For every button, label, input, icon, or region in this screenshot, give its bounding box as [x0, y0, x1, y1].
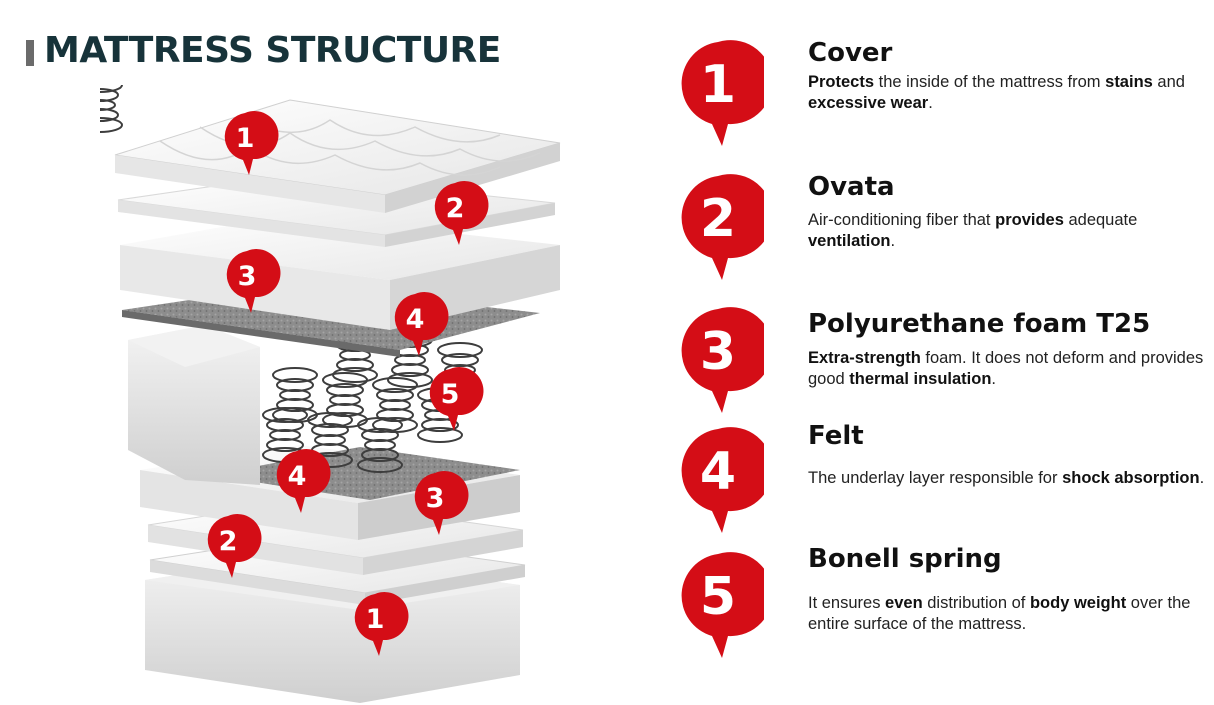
svg-text:3: 3 — [700, 322, 736, 382]
description-text: distribution of — [922, 594, 1030, 612]
description-text: and — [1152, 73, 1185, 91]
side-foam-block — [128, 325, 260, 485]
feature-item-felt: 4 Felt The underlay layer responsible fo… — [672, 421, 1212, 545]
feature-title: Polyurethane foam T25 — [808, 309, 1151, 339]
svg-text:3: 3 — [238, 261, 257, 292]
svg-text:5: 5 — [700, 567, 736, 627]
svg-text:3: 3 — [426, 483, 445, 514]
pin-marker: 1 — [224, 111, 279, 175]
description-emphasis: stains — [1105, 73, 1153, 91]
svg-text:5: 5 — [441, 379, 460, 410]
feature-title: Cover — [808, 38, 893, 68]
pin-marker: 2 — [434, 181, 489, 245]
svg-text:1: 1 — [700, 55, 736, 115]
svg-text:4: 4 — [288, 461, 307, 492]
page-title: MATTRESS STRUCTURE — [44, 30, 501, 71]
title-accent-bar — [26, 40, 34, 66]
feature-description: Extra-strength foam. It does not deform … — [808, 348, 1208, 390]
description-text: . — [890, 232, 896, 250]
pin-marker: 1 — [354, 592, 409, 656]
svg-text:4: 4 — [406, 304, 425, 335]
feature-title: Bonell spring — [808, 544, 1002, 574]
description-emphasis: ventilation — [808, 232, 891, 250]
description-emphasis: Extra-strength — [808, 349, 921, 367]
svg-text:2: 2 — [219, 526, 238, 557]
feature-item-polyurethane-foam: 3 Polyurethane foam T25 Extra-strength f… — [672, 305, 1212, 425]
pin-marker-icon: 5 — [681, 552, 764, 658]
pin-marker-icon: 2 — [681, 174, 764, 280]
pin-marker: 2 — [207, 514, 262, 578]
feature-description: Protects the inside of the mattress from… — [808, 72, 1208, 114]
svg-text:2: 2 — [700, 189, 736, 249]
description-text: foam. It does not deform and provides go… — [808, 349, 1204, 388]
feature-item-bonell-spring: 5 Bonell spring It ensures even distribu… — [672, 544, 1212, 670]
description-text: It ensures — [808, 594, 886, 612]
illustration-pins: 1 2 3 4 5 4 3 2 — [207, 111, 489, 656]
svg-text:2: 2 — [446, 193, 465, 224]
svg-text:1: 1 — [236, 123, 255, 154]
description-text: . — [991, 370, 996, 388]
description-emphasis: Protects — [808, 73, 875, 91]
spring-coils — [100, 85, 483, 473]
svg-text:1: 1 — [366, 604, 385, 635]
top-foam-layer — [120, 215, 560, 280]
description-emphasis: thermal insulation — [849, 370, 992, 388]
description-emphasis: even — [885, 594, 923, 612]
pin-marker-icon: 1 — [681, 40, 764, 146]
description-text: The underlay layer responsible for — [808, 469, 1063, 487]
pin-marker-icon: 4 — [681, 427, 764, 533]
feature-title: Ovata — [808, 172, 895, 202]
pin-marker: 3 — [414, 471, 469, 535]
description-emphasis: body weight — [1029, 594, 1127, 612]
description-text: the inside of the mattress from — [874, 73, 1106, 91]
description-text: over the entire surface of the mattress. — [808, 594, 1191, 633]
feature-description: The underlay layer responsible for shock… — [808, 468, 1208, 489]
description-text: . — [928, 94, 933, 112]
feature-description: Air-conditioning fiber that provides ade… — [808, 210, 1208, 252]
description-text: Air-conditioning fiber that — [808, 211, 996, 229]
pin-marker: 4 — [276, 449, 331, 513]
pin-marker-icon: 3 — [681, 307, 764, 413]
mattress-illustration: 1 2 3 4 5 4 3 2 — [100, 85, 561, 703]
description-emphasis: shock absorption — [1062, 469, 1200, 487]
svg-text:4: 4 — [700, 442, 736, 502]
description-text: adequate — [1063, 211, 1138, 229]
description-emphasis: provides — [995, 211, 1064, 229]
pin-marker: 5 — [429, 367, 484, 431]
feature-item-ovata: 2 Ovata Air-conditioning fiber that prov… — [672, 172, 1212, 292]
pin-marker: 4 — [394, 292, 449, 356]
feature-item-cover: 1 Cover Protects the inside of the mattr… — [672, 38, 1212, 158]
feature-title: Felt — [808, 421, 864, 451]
pin-marker: 3 — [226, 249, 281, 313]
description-text: . — [1199, 469, 1205, 487]
feature-description: It ensures even distribution of body wei… — [808, 593, 1208, 635]
description-emphasis: excessive wear — [808, 94, 929, 112]
